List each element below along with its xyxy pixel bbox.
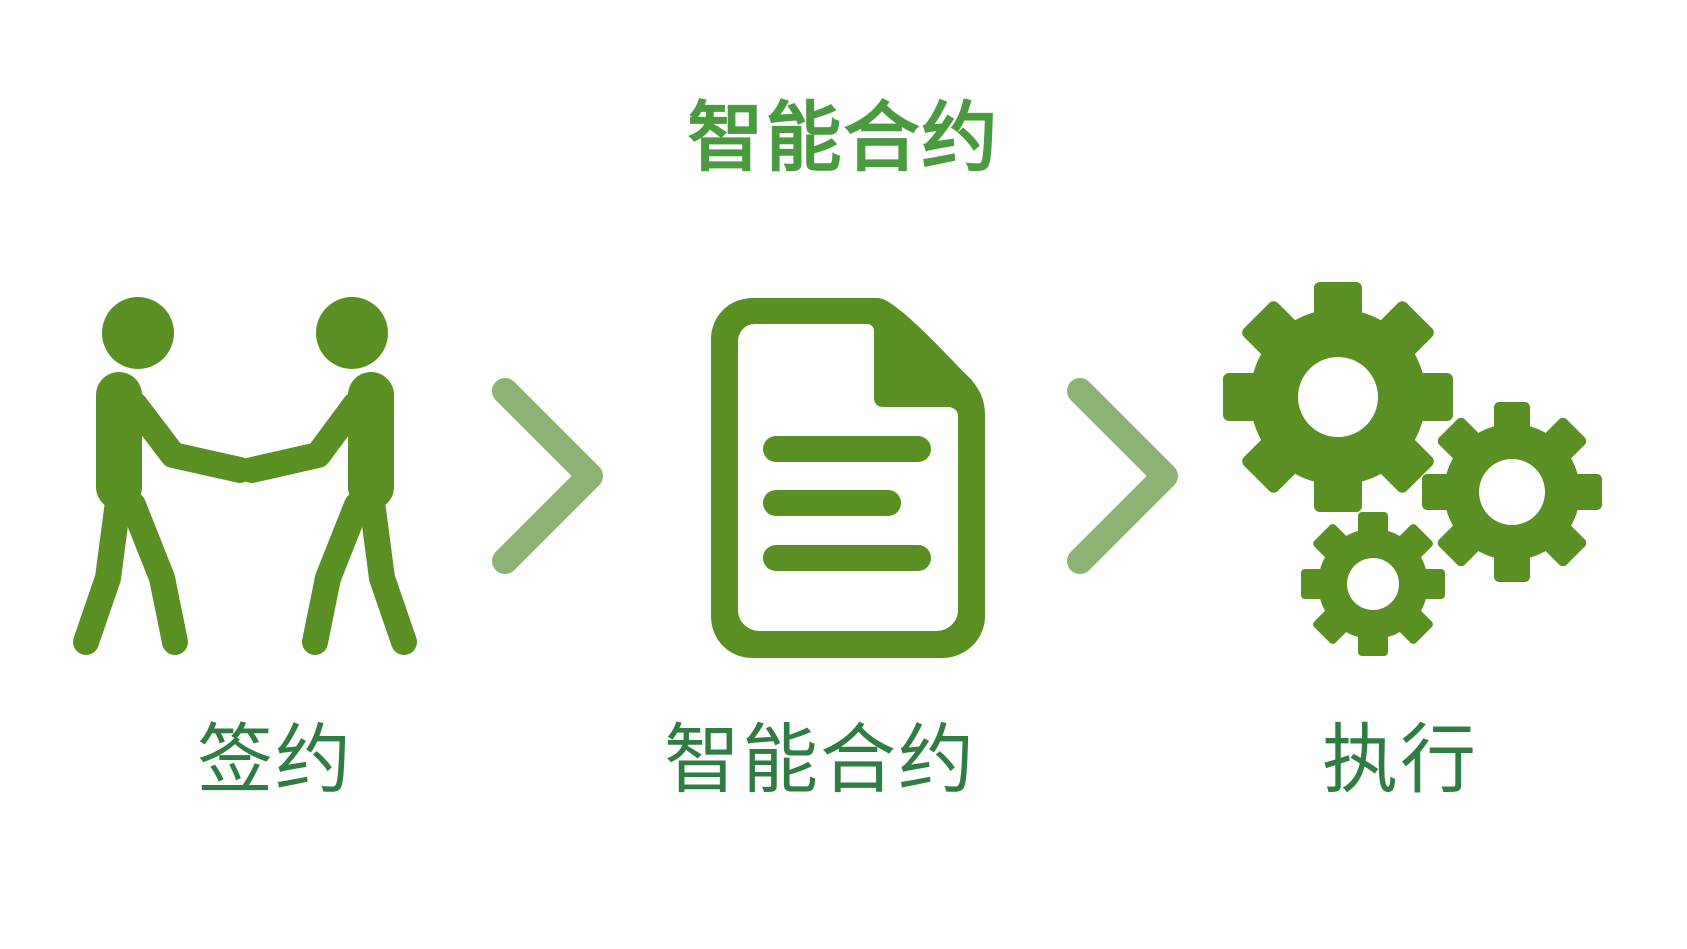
large-gear-icon [1223,282,1453,512]
small-gear-icon [1301,512,1445,656]
gears-icon [1223,282,1602,656]
handshake-people-icon [73,297,417,655]
step-label-execute: 执行 [1322,715,1478,804]
step-label-sign: 签约 [197,715,353,804]
medium-gear-icon [1422,402,1602,582]
chevron-right-icon [492,378,603,574]
document-icon [711,298,985,658]
chevron-right-icon [1067,378,1178,574]
diagram-title: 智能合约 [687,93,1000,182]
step-label-smart-contract: 智能合约 [664,715,976,804]
